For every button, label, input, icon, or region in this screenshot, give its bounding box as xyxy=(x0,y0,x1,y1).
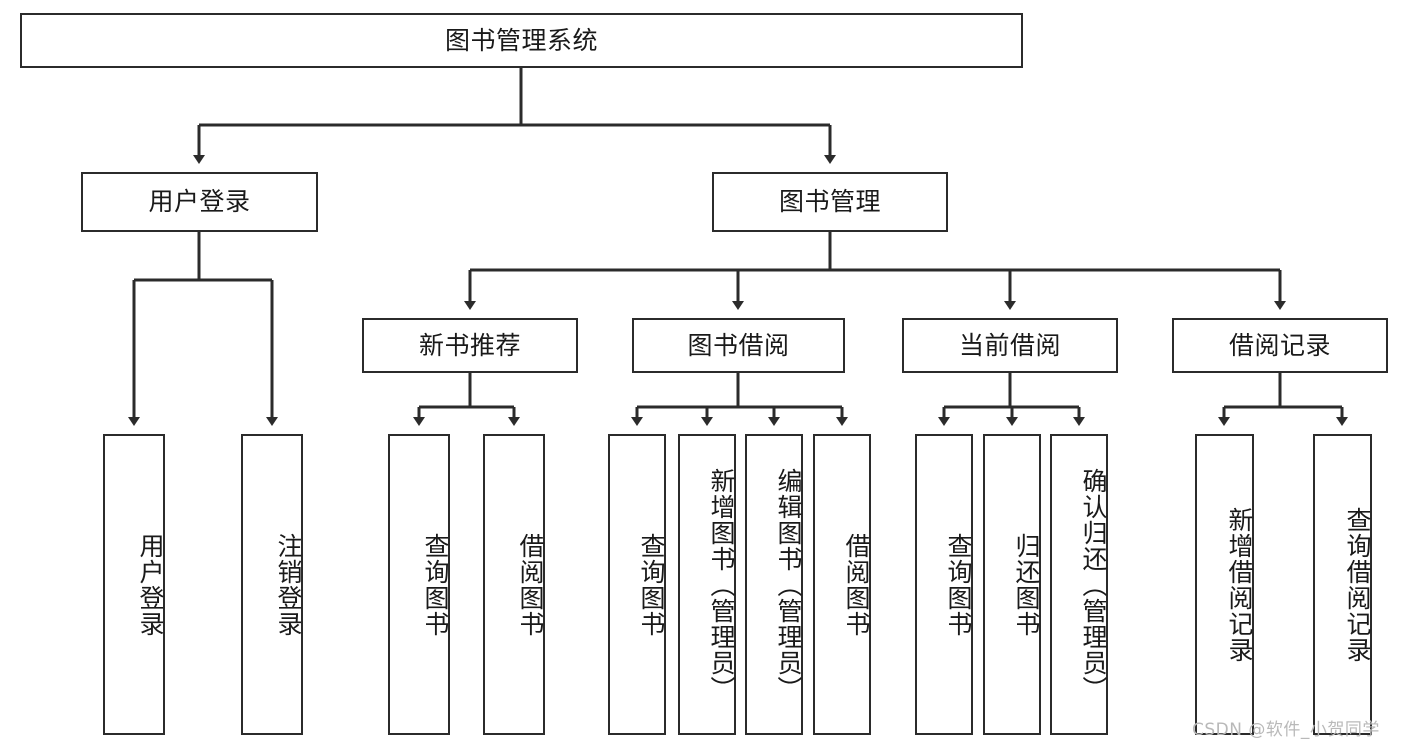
node-book-management-system[interactable]: 图书管理系统 xyxy=(20,13,1023,68)
node-leaf-query-book-c[interactable]: 查询图书 xyxy=(915,434,973,735)
csdn-watermark: CSDN @软件_小贺同学 xyxy=(1192,720,1380,740)
leaf-label: 编辑图书（管理员） xyxy=(774,467,803,702)
leaf-label: 注销登录 xyxy=(274,532,303,637)
leaf-label: 查询借阅记录 xyxy=(1343,506,1372,663)
node-book-management[interactable]: 图书管理 xyxy=(712,172,948,232)
node-leaf-user-login[interactable]: 用户登录 xyxy=(103,434,165,735)
leaf-label: 新增借阅记录 xyxy=(1225,506,1254,663)
node-leaf-confirm-return-admin[interactable]: 确认归还（管理员） xyxy=(1050,434,1108,735)
leaf-label: 归还图书 xyxy=(1012,532,1041,637)
node-leaf-return-book[interactable]: 归还图书 xyxy=(983,434,1041,735)
node-user-login[interactable]: 用户登录 xyxy=(81,172,318,232)
node-leaf-borrow-book-a[interactable]: 借阅图书 xyxy=(483,434,545,735)
leaf-label: 借阅图书 xyxy=(842,532,871,637)
node-leaf-query-borrow-record[interactable]: 查询借阅记录 xyxy=(1313,434,1372,735)
node-leaf-edit-book-admin[interactable]: 编辑图书（管理员） xyxy=(745,434,803,735)
node-book-borrow[interactable]: 图书借阅 xyxy=(632,318,845,373)
leaf-label: 借阅图书 xyxy=(516,532,545,637)
node-leaf-add-book-admin[interactable]: 新增图书（管理员） xyxy=(678,434,736,735)
leaf-label: 确认归还（管理员） xyxy=(1079,467,1108,702)
node-current-borrow[interactable]: 当前借阅 xyxy=(902,318,1118,373)
node-leaf-query-book-b[interactable]: 查询图书 xyxy=(608,434,666,735)
leaf-label: 查询图书 xyxy=(421,532,450,637)
leaf-label: 查询图书 xyxy=(637,532,666,637)
leaf-label: 新增图书（管理员） xyxy=(707,467,736,702)
node-leaf-query-book-a[interactable]: 查询图书 xyxy=(388,434,450,735)
node-leaf-logout-login[interactable]: 注销登录 xyxy=(241,434,303,735)
node-leaf-add-borrow-record[interactable]: 新增借阅记录 xyxy=(1195,434,1254,735)
node-borrow-record[interactable]: 借阅记录 xyxy=(1172,318,1388,373)
node-leaf-borrow-book-b[interactable]: 借阅图书 xyxy=(813,434,871,735)
node-new-book-recommend[interactable]: 新书推荐 xyxy=(362,318,578,373)
leaf-label: 查询图书 xyxy=(944,532,973,637)
leaf-label: 用户登录 xyxy=(136,532,165,637)
